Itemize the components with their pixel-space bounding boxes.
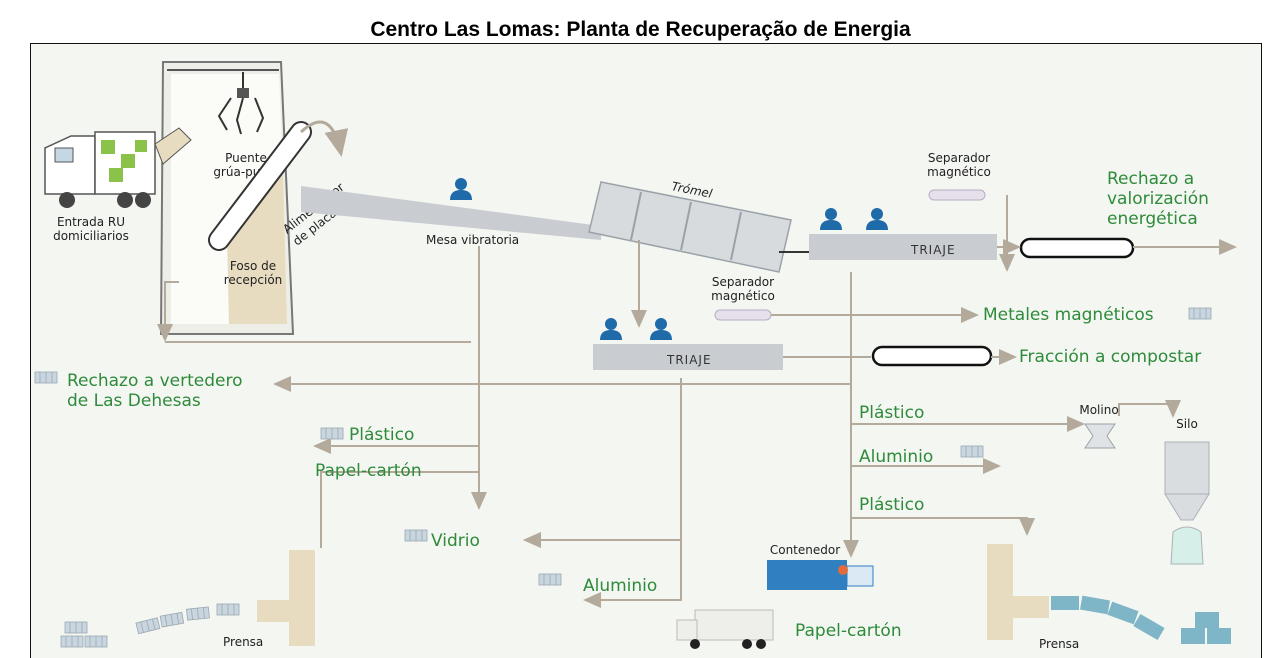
- diagram-title: Centro Las Lomas: Planta de Recuperação …: [370, 18, 911, 41]
- worker-icon: [866, 208, 888, 230]
- worker-icon: [650, 318, 672, 340]
- truck-label-1: Entrada RU: [57, 215, 125, 229]
- vibrating-table-label: Mesa vibratoria: [426, 233, 519, 247]
- flow-arrows: [157, 195, 1237, 608]
- crane-claw-icon: [217, 72, 265, 135]
- crane-label-1: Puente: [225, 151, 267, 165]
- prensa-right-label: Prensa: [1039, 637, 1079, 651]
- silo-label: Silo: [1176, 417, 1198, 431]
- magsep-mid-label-1: Separador: [712, 275, 774, 289]
- output-paper-left: Papel-cartón: [315, 461, 422, 481]
- conveyor-icon: [871, 345, 993, 367]
- output-compost: Fracción a compostar: [1019, 347, 1201, 367]
- bale-icon: [1051, 595, 1231, 644]
- press-icon: [987, 544, 1049, 640]
- output-energy-2: valorización: [1107, 189, 1209, 209]
- container-icon: [767, 560, 874, 590]
- triaje-top-label: TRIAJE: [910, 243, 956, 257]
- output-energy-1: Rechazo a: [1107, 169, 1194, 189]
- output-landfill-2: de Las Dehesas: [67, 391, 201, 411]
- worker-icon: [820, 208, 842, 230]
- diagram-frame: Puente grúa-pulpo Foso de recepción Entr…: [30, 43, 1262, 658]
- output-aluminium-right: Aluminio: [859, 447, 933, 467]
- molino-label: Molino: [1079, 403, 1118, 417]
- pit-label-2: recepción: [224, 273, 283, 287]
- trommel: [588, 181, 811, 273]
- bale-icon: [404, 529, 428, 542]
- bale-icon: [60, 603, 240, 648]
- truck-icon: [676, 609, 774, 649]
- output-landfill-1: Rechazo a vertedero: [67, 371, 243, 391]
- bale-icon: [960, 445, 984, 458]
- magsep-top-label-1: Separador: [928, 151, 990, 165]
- bale-icon: [1188, 307, 1212, 320]
- truck-label-2: domiciliarios: [53, 229, 129, 243]
- output-paper-bottom: Papel-cartón: [795, 621, 902, 641]
- output-energy-3: energética: [1107, 209, 1198, 229]
- output-plastic-right2: Plástico: [859, 495, 924, 515]
- triaje-top: [809, 234, 997, 260]
- output-aluminium-bottom: Aluminio: [583, 576, 657, 596]
- worker-icon: [450, 178, 472, 200]
- bale-icon: [320, 427, 344, 440]
- magnet-icon: [928, 189, 986, 201]
- prensa-left-label: Prensa: [223, 635, 263, 649]
- magnet-icon: [714, 309, 772, 321]
- plate-feeder: [208, 120, 349, 251]
- triaje-mid: [593, 344, 783, 370]
- silo-icon: [1164, 441, 1210, 565]
- bale-icon: [34, 371, 58, 384]
- contenedor-label: Contenedor: [770, 543, 840, 557]
- magsep-top-label-2: magnético: [927, 165, 991, 179]
- reception-pit: [159, 61, 295, 335]
- bale-icon: [538, 573, 562, 586]
- output-plastic-left: Plástico: [349, 425, 414, 445]
- triaje-mid-label: TRIAJE: [666, 353, 712, 367]
- magsep-mid-label-2: magnético: [711, 289, 775, 303]
- pit-label-1: Foso de: [230, 259, 276, 273]
- vibrating-table: [301, 186, 601, 240]
- mill-icon: [1084, 423, 1116, 449]
- conveyor-icon: [1019, 237, 1135, 259]
- output-metals: Metales magnéticos: [983, 305, 1154, 325]
- process-diagram: Puente grúa-pulpo Foso de recepción Entr…: [34, 61, 1237, 651]
- output-glass: Vidrio: [431, 531, 480, 551]
- press-icon: [257, 550, 315, 646]
- worker-icon: [600, 318, 622, 340]
- output-plastic-right1: Plástico: [859, 403, 924, 423]
- truck-icon: [44, 127, 192, 208]
